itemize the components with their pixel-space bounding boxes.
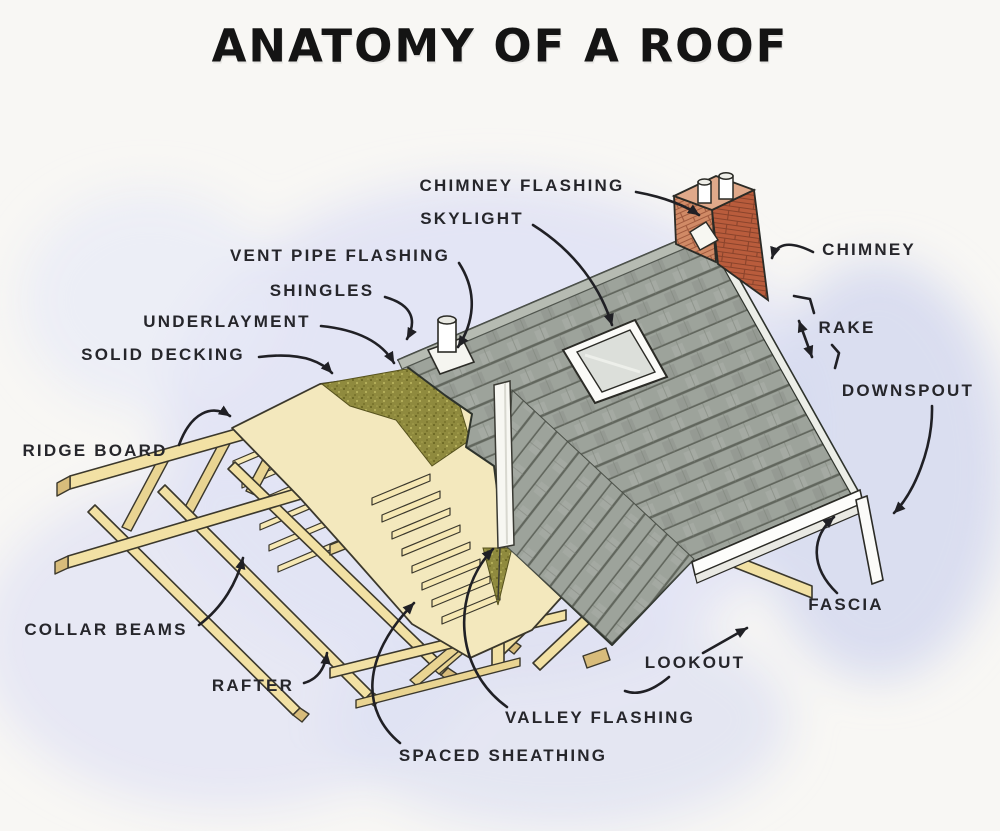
chimney-flashing-metal (689, 221, 720, 251)
label-rake: RAKE (818, 318, 876, 337)
arrow-lookout-dash (623, 675, 671, 695)
page-title: ANATOMY OF A ROOF (211, 19, 789, 73)
label-spaced-sheathing: SPACED SHEATHING (398, 746, 608, 765)
label-shingles: SHINGLES (269, 281, 375, 300)
rake-bracket-top (792, 294, 816, 315)
skylight-window (561, 318, 669, 405)
valley-flashing-strip (493, 380, 515, 601)
arrow-downspout (892, 404, 934, 515)
arrow-solid-decking (257, 354, 334, 375)
arrow-rake-span (797, 319, 814, 359)
arrow-fascia (815, 515, 839, 595)
vent-pipe (426, 315, 476, 375)
chimney-structure (671, 172, 770, 302)
label-skylight: SKYLIGHT (420, 209, 524, 228)
chimney-pots (697, 172, 734, 204)
spaced-sheathing-steps (371, 473, 501, 625)
rake-bracket-bottom (830, 343, 841, 370)
label-chimney: CHIMNEY (822, 240, 916, 259)
label-solid-decking: SOLID DECKING (81, 345, 245, 364)
label-rafter: RAFTER (211, 676, 295, 695)
arrow-chimney-flashing (634, 190, 701, 217)
label-vent-pipe-flashing: VENT PIPE FLASHING (229, 246, 451, 265)
arrow-vent-pipe-flashing (456, 261, 473, 349)
arrow-shingles (383, 295, 417, 341)
arrow-chimney (770, 243, 815, 260)
arrow-skylight (531, 223, 614, 327)
arrow-collar-beams (197, 556, 246, 627)
label-collar-beams: COLLAR BEAMS (24, 620, 188, 639)
label-ridge-board: RIDGE BOARD (22, 441, 168, 460)
arrow-underlayment (319, 324, 396, 365)
downspout-pipe (855, 494, 884, 586)
label-underlayment: UNDERLAYMENT (143, 312, 311, 331)
label-chimney-flashing: CHIMNEY FLASHING (419, 176, 625, 195)
arrow-lookout (701, 626, 749, 655)
label-downspout: DOWNSPOUT (841, 381, 975, 400)
label-lookout: LOOKOUT (644, 653, 746, 672)
label-valley-flashing: VALLEY FLASHING (504, 708, 696, 727)
label-fascia: FASCIA (808, 595, 884, 614)
arrow-spaced-sheathing (371, 601, 416, 745)
arrow-rafter (302, 651, 331, 685)
arrow-ridge-board (177, 405, 232, 447)
arrow-valley-flashing (462, 547, 509, 709)
callout-arrows (177, 190, 934, 745)
